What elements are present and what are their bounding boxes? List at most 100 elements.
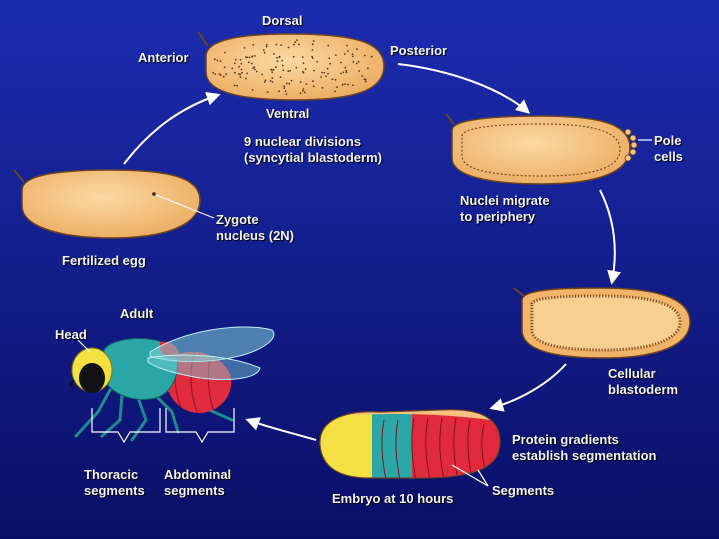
zygote-nucleus-dot <box>152 192 156 196</box>
nucleus-dot <box>299 81 302 83</box>
nucleus-dot <box>329 62 331 65</box>
nucleus-dot <box>292 55 295 58</box>
nucleus-dot <box>346 50 349 52</box>
nucleus-dot <box>340 61 342 64</box>
nucleus-dot <box>243 47 246 49</box>
nucleus-dot <box>336 86 338 89</box>
nucleus-dot <box>275 66 277 69</box>
nucleus-dot <box>219 74 222 76</box>
nucleus-dot <box>214 73 217 75</box>
label-nuclear-divisions-line2: (syncytial blastoderm) <box>244 150 382 165</box>
nucleus-dot <box>345 71 348 74</box>
nucleus-dot <box>296 39 298 41</box>
egg-cellular-blastoderm <box>513 287 691 359</box>
nucleus-dot <box>293 43 295 46</box>
egg-fertilized <box>13 169 215 239</box>
nucleus-dot <box>327 72 329 75</box>
nucleus-dot <box>345 69 347 72</box>
nucleus-dot <box>234 71 236 74</box>
nucleus-dot <box>301 56 304 58</box>
nucleus-dot <box>218 73 221 75</box>
nucleus-dot <box>334 90 336 93</box>
nucleus-dot <box>255 70 258 73</box>
fly-wing-lower <box>147 354 261 381</box>
label-abdominal-segments-line2: segments <box>164 483 225 498</box>
nucleus-dot <box>346 44 348 47</box>
nucleus-dot <box>280 44 283 46</box>
nucleus-dot <box>278 90 280 93</box>
nucleus-dot <box>252 44 255 46</box>
nuclei-dots <box>212 39 373 96</box>
label-cellular-blastoderm-line1: Cellular <box>608 366 656 381</box>
nucleus-dot <box>352 55 354 58</box>
nucleus-dot <box>363 54 366 57</box>
label-protein-gradients: Protein gradients establish segmentation <box>512 432 656 464</box>
nucleus-dot <box>311 57 314 59</box>
nucleus-dot <box>224 51 226 54</box>
nucleus-dot <box>248 56 251 59</box>
nucleus-dot <box>263 51 266 54</box>
nucleus-dot <box>312 85 315 88</box>
label-thoracic-segments: Thoracic segments <box>84 467 145 499</box>
nucleus-dot <box>240 68 243 71</box>
segments-pointer-1 <box>451 464 489 487</box>
nucleus-dot <box>323 71 326 74</box>
nucleus-dot <box>283 85 286 88</box>
egg-nuclei-migrate <box>445 113 652 185</box>
nucleus-dot <box>370 55 373 58</box>
nucleus-dot <box>328 57 331 60</box>
nucleus-dot <box>303 91 306 94</box>
label-pole-cells-line2: cells <box>654 149 683 164</box>
label-fertilized-egg: Fertilized egg <box>62 253 146 268</box>
nucleus-dot <box>358 70 360 72</box>
nucleus-dot <box>283 87 286 89</box>
arrow-fertilized-to-syncytial <box>123 92 221 165</box>
nucleus-dot <box>325 75 327 78</box>
nucleus-dot <box>297 43 300 46</box>
label-ventral: Ventral <box>266 106 310 121</box>
nucleus-dot <box>302 88 305 90</box>
label-embryo-10-hours: Embryo at 10 hours <box>332 491 454 506</box>
arrow-syncytial-to-migrate <box>397 63 531 114</box>
nucleus-dot <box>264 79 267 82</box>
nucleus-dot <box>355 62 358 65</box>
nucleus-dot <box>245 77 247 80</box>
nucleus-dot <box>313 69 315 72</box>
nucleus-dot <box>239 58 242 61</box>
nucleus-dot <box>327 44 330 47</box>
nucleus-dot <box>263 81 266 83</box>
fly-wing-upper <box>149 326 275 363</box>
nucleus-dot <box>239 76 242 78</box>
nucleus-dot <box>239 73 242 76</box>
cycle-arrows <box>123 63 621 441</box>
zygote-pointer <box>155 194 215 219</box>
nucleus-dot <box>340 72 342 75</box>
nucleus-dot <box>250 62 253 65</box>
nucleus-dot <box>222 75 225 78</box>
nucleus-dot <box>363 78 366 81</box>
label-protein-gradients-line2: establish segmentation <box>512 448 657 463</box>
nucleus-dot <box>352 61 355 63</box>
nucleus-dot <box>312 40 315 42</box>
nucleus-dot <box>266 91 269 93</box>
nucleus-dot <box>213 58 216 61</box>
nucleus-dot <box>261 73 264 76</box>
nucleus-dot <box>271 81 274 83</box>
label-thoracic-segments-line1: Thoracic <box>84 467 139 482</box>
label-zygote-nucleus-line2: nucleus (2N) <box>216 228 295 243</box>
nucleus-dot <box>290 79 293 82</box>
label-nuclear-divisions-line1: 9 nuclear divisions <box>244 134 362 149</box>
label-segments: Segments <box>492 483 555 498</box>
nucleus-dot <box>311 55 313 58</box>
nucleus-dot <box>216 59 219 62</box>
label-anterior: Anterior <box>138 50 189 65</box>
nucleus-dot <box>254 68 256 71</box>
nucleus-dot <box>265 44 268 46</box>
nucleus-dot <box>286 82 288 85</box>
nucleus-dot <box>234 62 236 65</box>
nucleus-dot <box>271 71 274 74</box>
nucleus-dot <box>294 41 297 44</box>
nucleus-dot <box>287 70 290 72</box>
nucleus-dot <box>304 68 307 70</box>
